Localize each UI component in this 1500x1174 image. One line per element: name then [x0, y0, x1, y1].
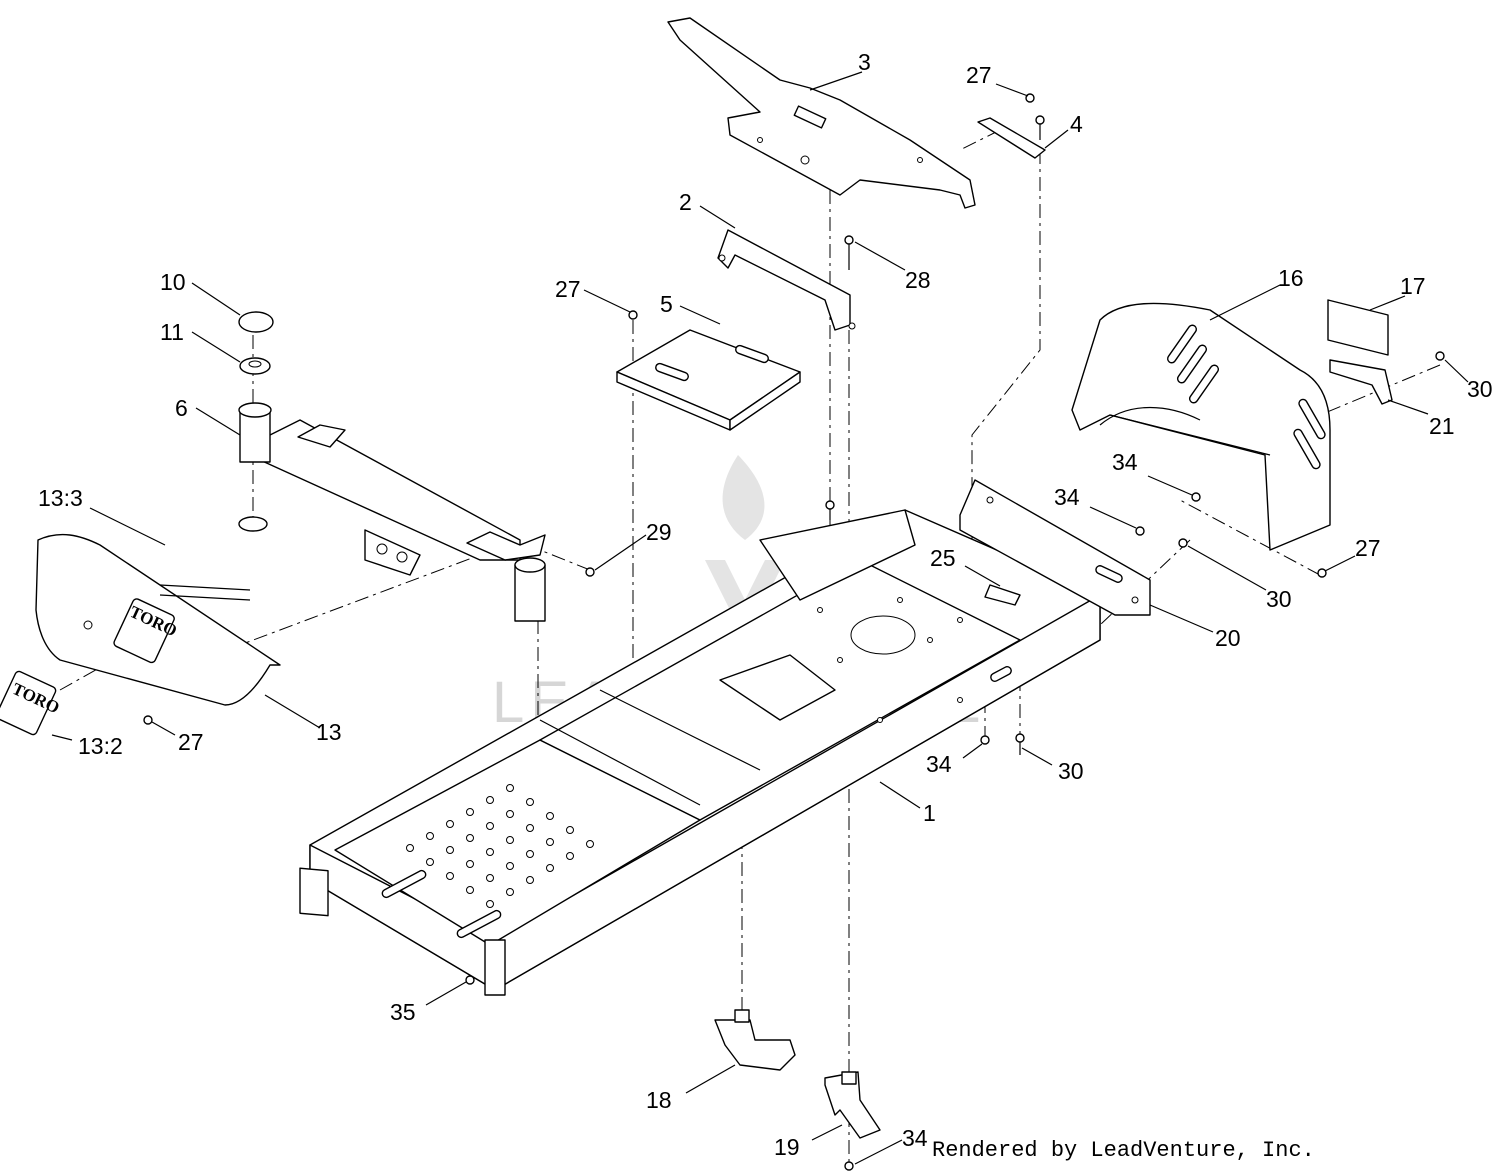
bushing-part-11: [239, 357, 271, 375]
callouts: 3 27 4 2 28 27 5 10 11 6 13:3 13:2 27 13…: [38, 49, 1493, 1160]
callout-19: 19: [774, 1134, 800, 1160]
callout-30-upper: 30: [1467, 376, 1493, 402]
bolt-30-middle: [1178, 538, 1188, 548]
main-frame-part-1: [299, 509, 1101, 996]
hardware: [143, 93, 1445, 1171]
callout-10: 10: [160, 269, 186, 295]
callout-11: 11: [160, 319, 184, 345]
callout-5: 5: [660, 291, 673, 317]
nut-34-frame: [980, 735, 990, 745]
callout-35: 35: [390, 999, 416, 1025]
nut-34-bracket: [1135, 526, 1145, 536]
callout-34-bottom: 34: [902, 1125, 928, 1151]
callout-25: 25: [930, 545, 956, 571]
bolt-29: [585, 567, 595, 577]
pad-part-25: [984, 584, 1021, 606]
nut-34-bottom: [844, 1161, 854, 1171]
callout-13-2: 13:2: [78, 733, 123, 759]
cover-part-13: TORO: [35, 533, 281, 706]
decal-part-13-2: TORO: [0, 670, 62, 736]
callout-27-rear: 27: [1355, 535, 1381, 561]
callout-17: 17: [1400, 273, 1426, 299]
plate-part-3: [667, 17, 976, 209]
nut-35: [465, 975, 475, 985]
seat-pan-part-16: [1071, 302, 1331, 551]
frame-holes: [406, 597, 963, 908]
callout-34-bracket: 34: [1054, 484, 1080, 510]
nut-34-seat: [1191, 492, 1201, 502]
callout-18: 18: [646, 1087, 672, 1113]
bolt-27-tray: [628, 310, 638, 320]
callout-2: 2: [679, 189, 692, 215]
callout-20: 20: [1215, 625, 1241, 651]
callout-27-cover: 27: [178, 729, 204, 755]
bracket-part-2: [717, 229, 856, 331]
callout-27-tray: 27: [555, 276, 581, 302]
callout-27-top: 27: [966, 62, 992, 88]
bolt-27-rear: [1317, 568, 1327, 578]
callout-6: 6: [175, 395, 188, 421]
rear-bracket-part-20: [959, 479, 1151, 616]
bracket-part-4: [977, 115, 1046, 159]
callout-34-seat: 34: [1112, 449, 1138, 475]
bolt-27-cover: [143, 715, 153, 725]
callout-13: 13: [316, 719, 342, 745]
tag-part-17: [1327, 299, 1389, 356]
bolt-30-upper: [1435, 351, 1445, 361]
callout-29: 29: [646, 519, 672, 545]
callout-34-frame: 34: [926, 751, 952, 777]
cap-part-10: [238, 311, 274, 333]
callout-16: 16: [1278, 265, 1304, 291]
bracket-part-18: [714, 1009, 796, 1071]
tube-assembly-part-6: [238, 402, 546, 622]
callout-21: 21: [1429, 413, 1455, 439]
callout-1: 1: [923, 800, 936, 826]
callout-4: 4: [1070, 111, 1083, 137]
callout-30-lower: 30: [1058, 758, 1084, 784]
callout-3: 3: [858, 49, 871, 75]
bracket-part-21: [1329, 359, 1393, 405]
callout-13-3: 13:3: [38, 485, 83, 511]
tray-part-5: [616, 329, 801, 431]
rendered-by-credit: Rendered by LeadVenture, Inc.: [932, 1138, 1315, 1163]
leader-lines: [51, 71, 1469, 1165]
bracket-part-19: [824, 1071, 881, 1139]
callout-30-middle: 30: [1266, 586, 1292, 612]
callout-28: 28: [905, 267, 931, 293]
